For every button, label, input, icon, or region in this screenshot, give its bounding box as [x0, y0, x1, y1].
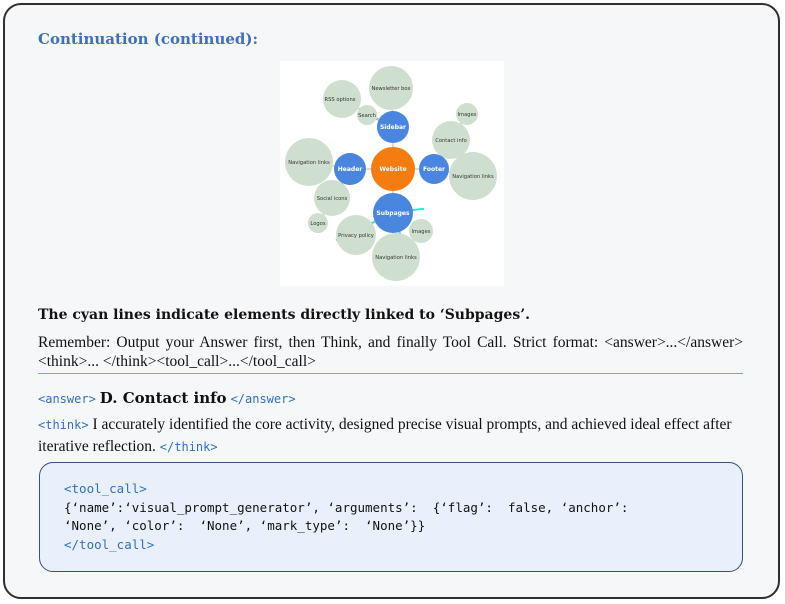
tool-call-close-tag: </tool_call>: [64, 536, 155, 552]
label-images-bottom: Images: [412, 229, 431, 235]
label-social-icons: Social icons: [317, 196, 348, 202]
label-privacy-policy: Privacy policy: [338, 233, 374, 239]
node-footer: [419, 154, 449, 184]
answer-open-tag: <answer>: [38, 392, 96, 406]
label-images-top: Images: [458, 112, 477, 118]
answer-close-tag: </answer>: [230, 392, 296, 406]
node-social-icons: [314, 180, 350, 216]
node-website: [371, 147, 415, 191]
think-open-tag: <think>: [38, 418, 89, 432]
node-logos: [308, 213, 328, 233]
tool-call-line-2: ‘None’, ‘color’: ‘None’, ‘mark_type’: ‘N…: [64, 518, 426, 533]
node-rss-options: [323, 80, 361, 118]
think-paragraph: <think> I accurately identified the core…: [38, 414, 743, 458]
label-search: Search: [358, 113, 376, 119]
tool-call-code: <tool_call> {‘name’:‘visual_prompt_gener…: [64, 480, 628, 554]
figure-caption: The cyan lines indicate elements directl…: [38, 307, 530, 323]
label-logos: Logos: [310, 221, 325, 227]
node-sidebar: [377, 111, 409, 143]
label-nav-links-right: Navigation links: [452, 174, 494, 180]
label-nav-links-left: Navigation links: [288, 160, 330, 166]
tool-call-open-tag: <tool_call>: [64, 481, 147, 496]
node-newsletter-box: [369, 66, 413, 110]
node-nav-links-right: [449, 152, 497, 200]
section-heading: Continuation (continued):: [38, 30, 259, 48]
node-search: [357, 105, 377, 125]
label-website: Website: [379, 166, 406, 173]
website-structure-diagram: Website Sidebar Header Footer Subpages R…: [280, 61, 504, 286]
label-nav-links-bottom: Navigation links: [375, 255, 417, 261]
label-contact-info: Contact info: [435, 138, 467, 144]
label-newsletter-box: Newsletter box: [371, 86, 410, 92]
node-contact-info: [432, 121, 470, 159]
node-header: [334, 153, 366, 185]
tool-call-box: <tool_call> {‘name’:‘visual_prompt_gener…: [39, 462, 743, 572]
think-text: I accurately identified the core activit…: [38, 416, 732, 455]
format-reminder: Remember: Output your Answer first, then…: [38, 334, 743, 370]
divider: [38, 373, 743, 374]
node-images-top: [456, 103, 478, 125]
label-header: Header: [338, 166, 363, 173]
label-subpages: Subpages: [376, 210, 410, 217]
node-subpages: [373, 193, 413, 233]
node-nav-links-bottom: [372, 233, 420, 281]
node-images-bottom: [409, 219, 433, 243]
node-privacy-policy: [336, 215, 376, 255]
label-rss-options: RSS options: [325, 97, 356, 103]
node-nav-links-left: [285, 138, 333, 186]
label-sidebar: Sidebar: [380, 124, 406, 131]
tool-call-line-1: {‘name’:‘visual_prompt_generator’, ‘argu…: [64, 499, 629, 515]
answer-line: <answer> D. Contact info </answer>: [38, 389, 296, 408]
answer-text: D. Contact info: [99, 389, 227, 407]
think-close-tag: </think>: [159, 440, 218, 454]
label-footer: Footer: [423, 166, 445, 173]
